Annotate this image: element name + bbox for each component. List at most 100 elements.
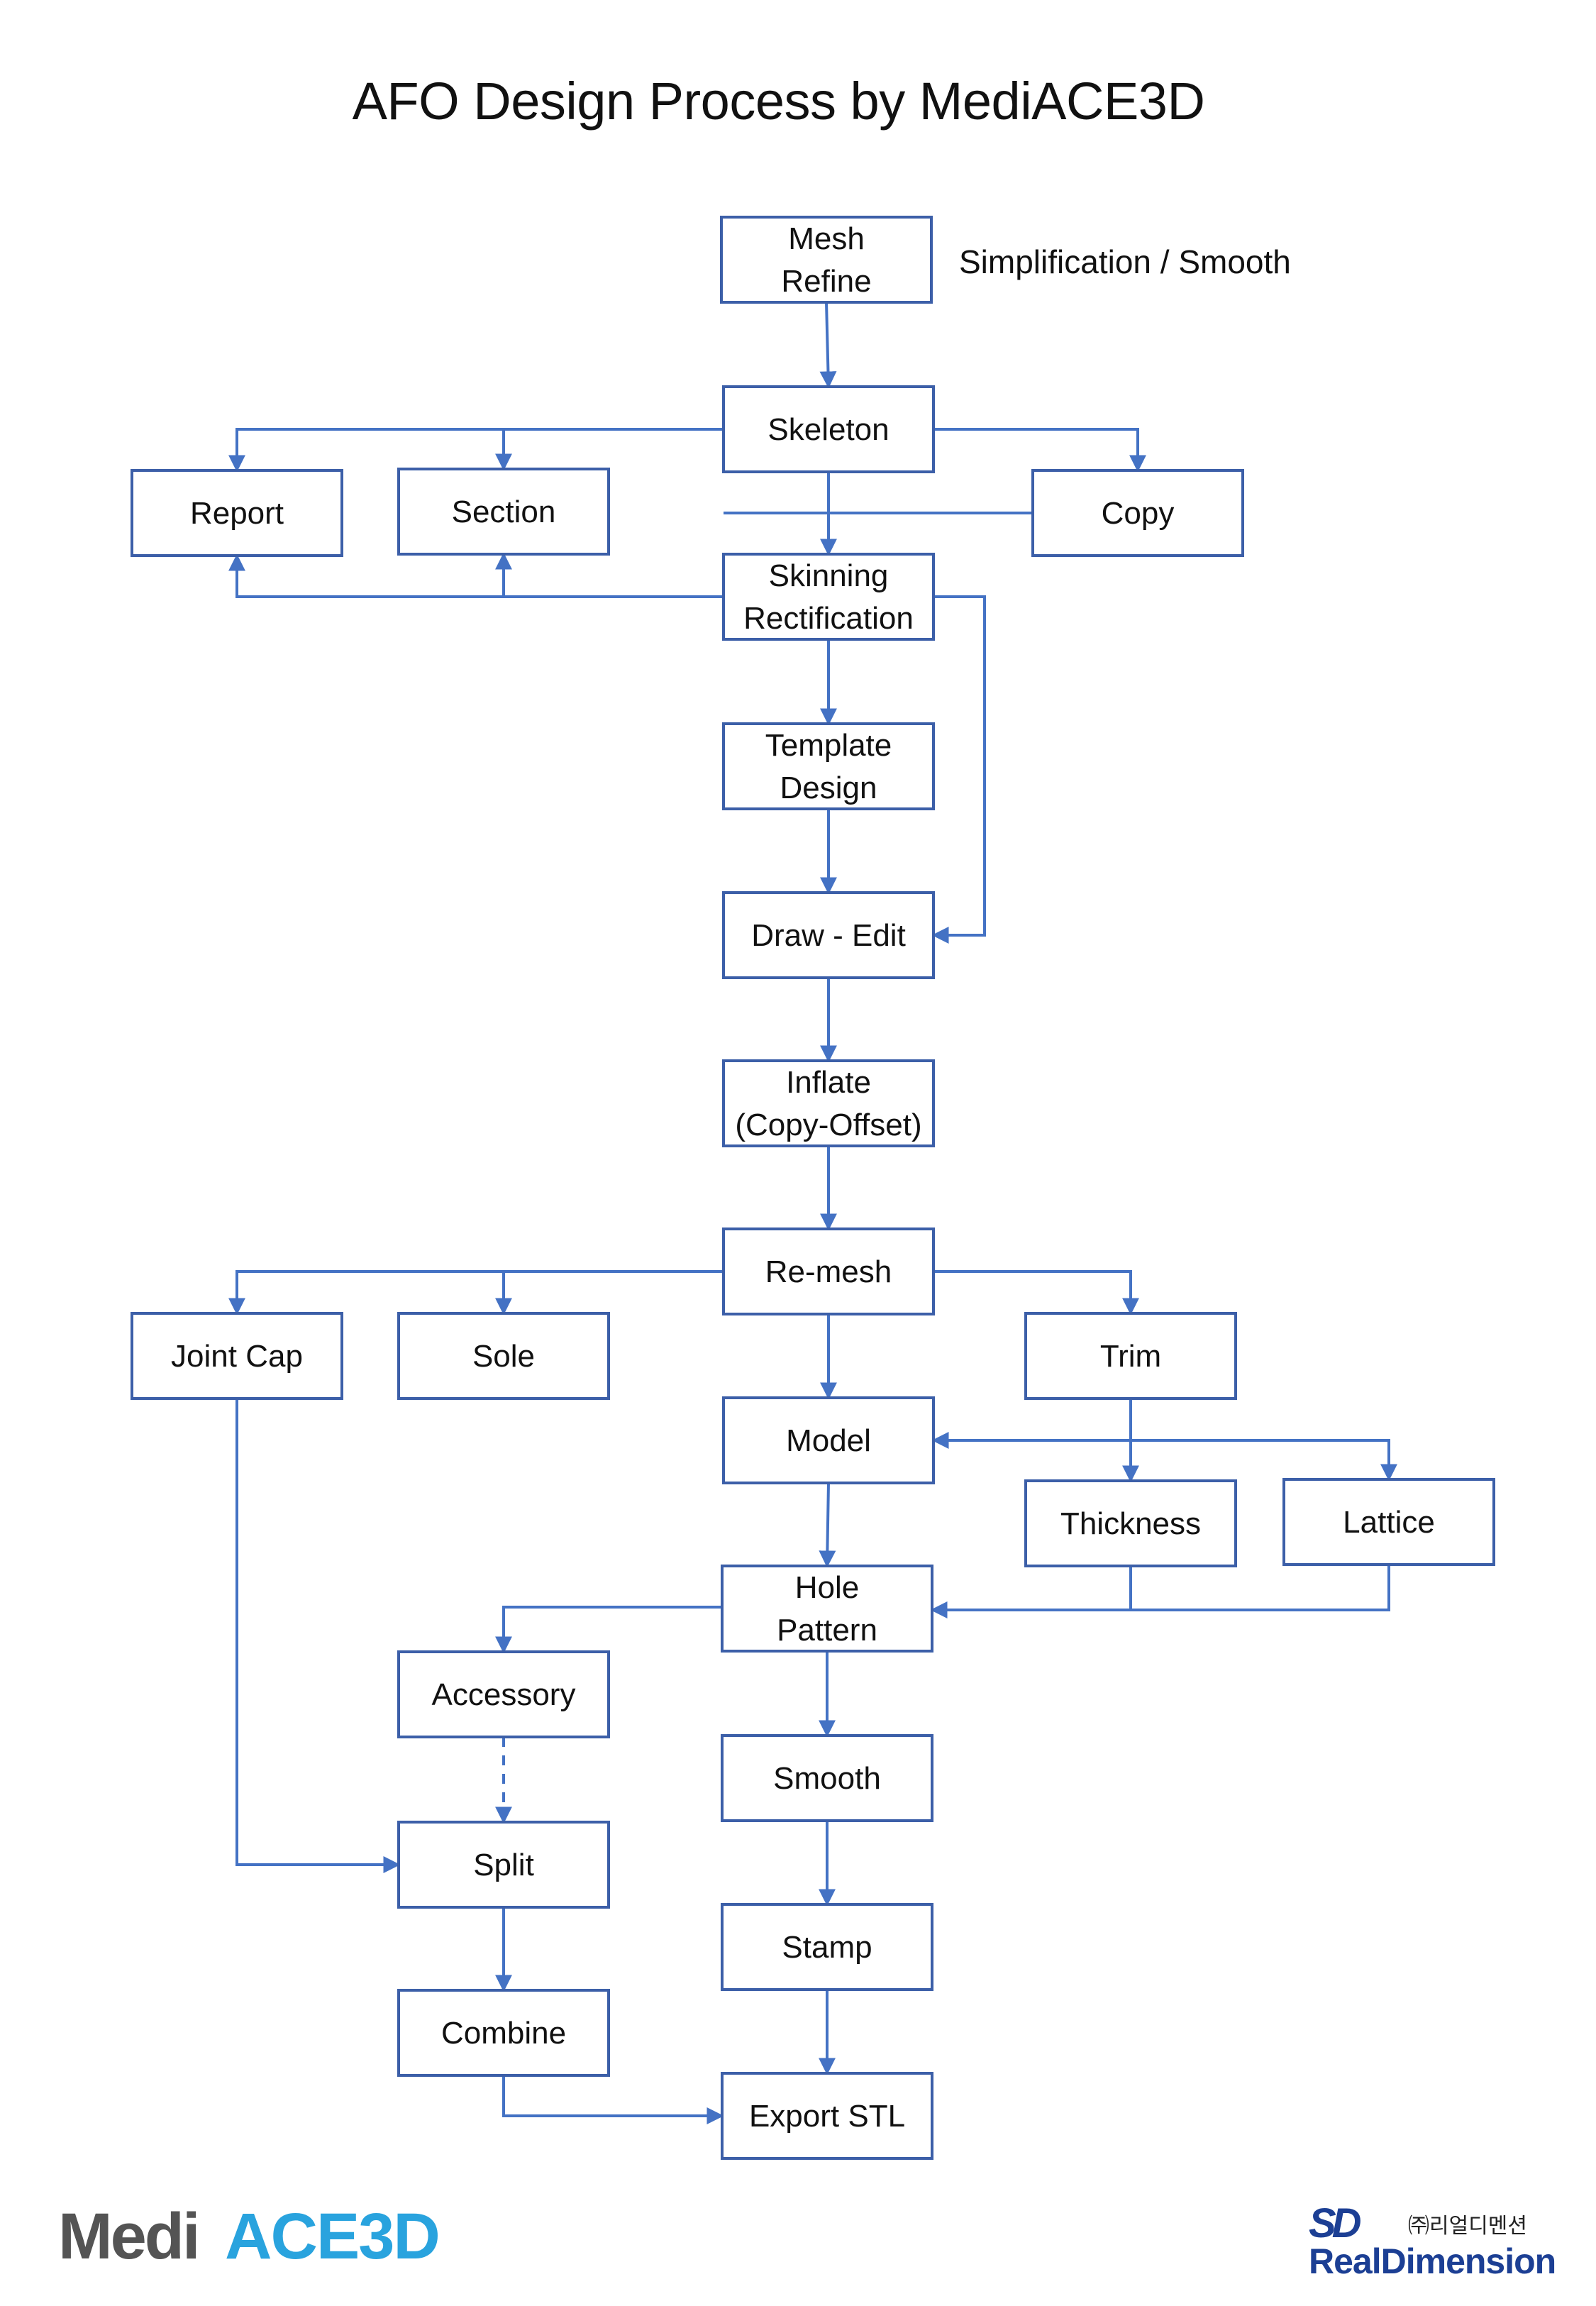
node-thickness-box [1024,1479,1237,1567]
node-lattice: Lattice [1282,1478,1495,1566]
mesh-refine-annotation: Simplification / Smooth [959,243,1291,280]
mediace3d-logo-medi: Medi [58,2200,201,2273]
realdimension-logo-name: RealDimension [1309,2241,1556,2281]
node-stamp-label-1: Stamp [782,1930,872,1965]
node-skinning-rectification-label-1: Skinning [769,558,889,593]
node-export-stl-box [721,2072,933,2160]
node-section-box [397,468,610,556]
node-copy: Copy [1031,469,1244,557]
node-copy-label-1: Copy [1102,496,1175,531]
edge-mesh-refine-to-skeleton [819,302,837,389]
node-template-design-label-2: Design [780,771,877,805]
node-joint-cap: Joint Cap [131,1312,343,1400]
node-hole-pattern-label-1: Hole [795,1570,860,1605]
node-inflate-label-2: (Copy-Offset) [735,1108,921,1142]
node-section: Section [397,468,610,556]
node-inflate-label-1: Inflate [786,1065,871,1100]
node-skinning-rectification-label-2: Rectification [743,601,914,636]
node-template-design-box [722,722,935,810]
node-combine-box [397,1989,610,2077]
node-lattice-label-1: Lattice [1343,1505,1435,1540]
node-combine-label-1: Combine [441,2016,566,2051]
realdimension-logo-mark: SD [1309,2200,1362,2246]
node-mesh-refine-label-1: Mesh [788,221,865,256]
node-smooth: Smooth [721,1734,933,1822]
node-model: Model [722,1396,935,1484]
node-export-stl: Export STL [721,2072,933,2160]
node-lattice-box [1282,1478,1495,1566]
edge-lattice-to-hole-pattern [1131,1565,1390,1611]
node-sole-label-1: Sole [472,1339,535,1374]
node-section-label-1: Section [452,495,556,529]
realdimension-logo: SD ㈜리얼디멘션 RealDimension [1309,2200,1556,2281]
node-mesh-refine-label-2: Refine [781,264,871,299]
node-draw-edit: Draw - Edit [722,891,935,979]
node-hole-pattern-box [721,1565,933,1653]
node-thickness: Thickness [1024,1479,1237,1567]
node-split-box [397,1821,610,1909]
edge-skinning-rectification-to-draw-edit [931,595,986,944]
node-model-label-1: Model [786,1423,871,1458]
edge-skinning-rectification-to-report [228,553,724,598]
edge-remesh-to-sole [495,1270,724,1315]
node-inflate: Inflate (Copy-Offset) [722,1059,935,1147]
node-copy-box [1031,469,1244,557]
edge-hole-pattern-to-accessory [495,1606,722,1654]
node-accessory-box [397,1650,610,1738]
node-accessory-label-1: Accessory [432,1677,576,1712]
node-skinning-rectification-box [722,553,935,641]
edge-combine-to-export-stl [502,2075,724,2124]
node-template-design-label-1: Template [765,728,892,763]
edge-skeleton-to-report [228,428,724,473]
page-title: AFO Design Process by MediACE3D [352,72,1205,131]
mediace3d-logo-ace3d: ACE3D [225,2200,440,2273]
node-sole-box [397,1312,610,1400]
node-trim: Trim [1024,1312,1237,1400]
node-report-box [131,469,343,557]
node-inflate-box [722,1059,935,1147]
node-accessory: Accessory [397,1650,610,1738]
node-skeleton-label-1: Skeleton [767,412,889,447]
edge-thickness-to-hole-pattern [930,1566,1132,1618]
node-hole-pattern-label-2: Pattern [777,1613,877,1648]
node-thickness-label-1: Thickness [1060,1506,1201,1541]
node-joint-cap-box [131,1312,343,1400]
edge-remesh-to-trim [933,1270,1139,1315]
node-skeleton-box [722,385,935,473]
node-split-label-1: Split [473,1848,534,1882]
realdimension-logo-korean: ㈜리얼디멘션 [1408,2214,1527,2239]
node-draw-edit-box [722,891,935,979]
node-remesh-label-1: Re-mesh [765,1254,892,1289]
node-split: Split [397,1821,610,1909]
node-export-stl-label-1: Export STL [749,2099,905,2134]
node-remesh: Re-mesh [722,1228,935,1315]
node-remesh-box [722,1228,935,1315]
node-mesh-refine-box [720,216,933,304]
mediace3d-logo: Medi ACE3D [58,2187,441,2275]
node-combine: Combine [397,1989,610,2077]
node-trim-box [1024,1312,1237,1400]
edge-trim-to-lattice [1131,1439,1397,1482]
node-stamp-box [721,1903,933,1991]
node-skeleton: Skeleton [722,385,935,473]
node-stamp: Stamp [721,1903,933,1991]
edge-model-to-hole-pattern [819,1482,836,1568]
node-draw-edit-label-1: Draw - Edit [751,918,906,953]
edge-skinning-rectification-to-section [495,552,724,598]
edge-skeleton-to-copy [933,428,1146,473]
node-model-box [722,1396,935,1484]
edge-skeleton-to-section [495,428,724,471]
node-smooth-box [721,1734,933,1822]
edge-trim-to-model [931,1399,1132,1449]
edge-joint-cap-to-split [235,1399,401,1873]
node-report-label-1: Report [190,496,284,531]
node-smooth-label-1: Smooth [773,1761,881,1796]
edges-layer [228,302,1397,2124]
